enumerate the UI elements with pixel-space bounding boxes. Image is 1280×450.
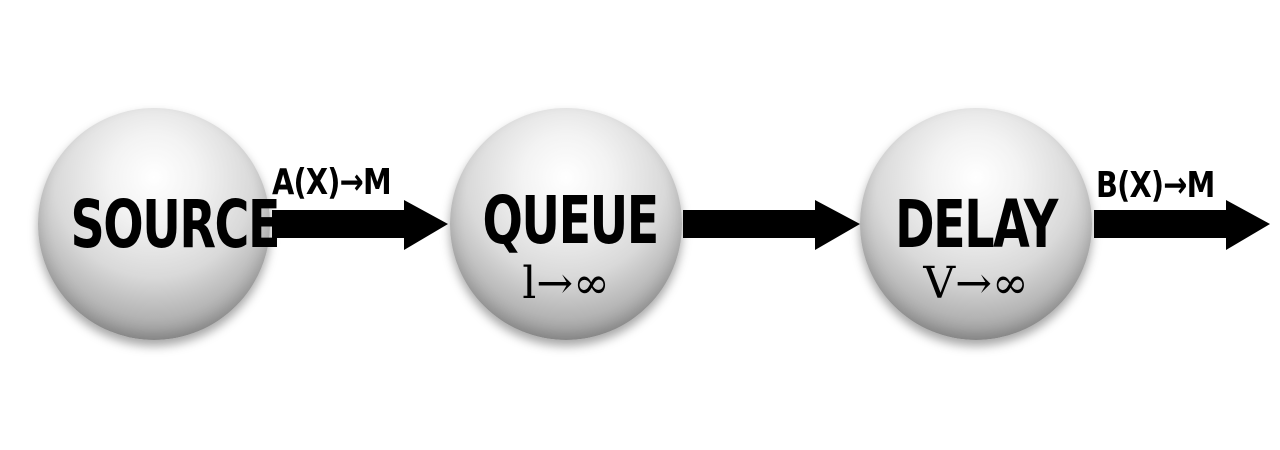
edge-label-delay-out: B(X)→M — [1096, 165, 1215, 206]
delay-sublabel: V→∞ — [923, 258, 1029, 309]
queue-label: QUEUE — [482, 182, 659, 259]
arrow-delay-out — [1094, 200, 1270, 250]
edge-label-source-to-queue: A(X)→M — [272, 162, 392, 203]
queue-sublabel: l→∞ — [522, 258, 610, 309]
arrow-queue-to-delay — [683, 200, 860, 250]
delay-label: DELAY — [895, 186, 1058, 263]
arrow-source-to-queue — [272, 200, 448, 250]
delay-node: DELAY V→∞ — [860, 108, 1092, 340]
source-node: SOURCE — [38, 108, 280, 340]
source-label: SOURCE — [70, 186, 280, 263]
queue-node: QUEUE l→∞ — [450, 108, 682, 340]
